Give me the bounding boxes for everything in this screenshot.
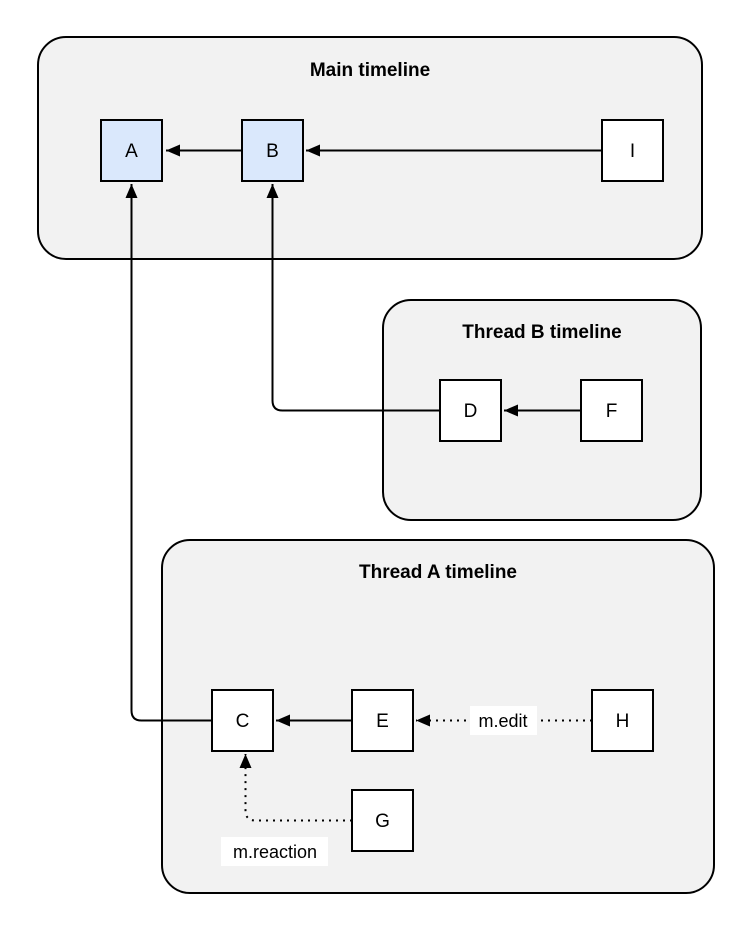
- node-i-box: [601, 119, 664, 182]
- main-timeline-title: Main timeline: [310, 60, 430, 81]
- node-c: C: [211, 689, 274, 752]
- m-edit-label: m.edit: [478, 711, 527, 731]
- node-a-label: A: [125, 141, 138, 162]
- m-edit-label-bg: [470, 706, 537, 735]
- node-i: I: [601, 119, 664, 182]
- node-h: H: [591, 689, 654, 752]
- thread-a-timeline-box: [161, 539, 715, 894]
- thread-b-timeline-title: Thread B timeline: [462, 322, 621, 343]
- edge-label-m-edit: m.edit: [470, 706, 537, 735]
- container-main-timeline: Main timeline: [37, 36, 703, 260]
- node-b: B: [241, 119, 304, 182]
- edge-c-to-a: [125, 184, 212, 722]
- node-f: F: [580, 379, 643, 442]
- node-a-box: [100, 119, 163, 182]
- node-c-label: C: [236, 711, 250, 732]
- node-h-box: [591, 689, 654, 752]
- node-d-box: [439, 379, 502, 442]
- thread-a-timeline-title: Thread A timeline: [359, 562, 517, 583]
- node-e: E: [351, 689, 414, 752]
- container-thread-a-timeline: Thread A timeline: [161, 539, 715, 894]
- node-d-label: D: [464, 401, 478, 422]
- node-i-label: I: [630, 141, 635, 162]
- m-reaction-label-bg: [221, 837, 328, 866]
- node-e-label: E: [376, 711, 389, 732]
- edge-d-to-b: [266, 184, 440, 412]
- node-f-label: F: [606, 401, 618, 422]
- node-f-box: [580, 379, 643, 442]
- node-d: D: [439, 379, 502, 442]
- node-a: A: [100, 119, 163, 182]
- node-g-label: G: [375, 811, 390, 832]
- m-reaction-label: m.reaction: [233, 842, 317, 862]
- node-e-box: [351, 689, 414, 752]
- node-c-box: [211, 689, 274, 752]
- main-timeline-box: [37, 36, 703, 260]
- edge-label-m-reaction: m.reaction: [221, 837, 328, 866]
- node-b-label: B: [266, 141, 279, 162]
- node-g-box: [351, 789, 414, 852]
- node-h-label: H: [616, 711, 630, 732]
- edge-g-to-c: [239, 754, 352, 822]
- node-b-box: [241, 119, 304, 182]
- node-g: G: [351, 789, 414, 852]
